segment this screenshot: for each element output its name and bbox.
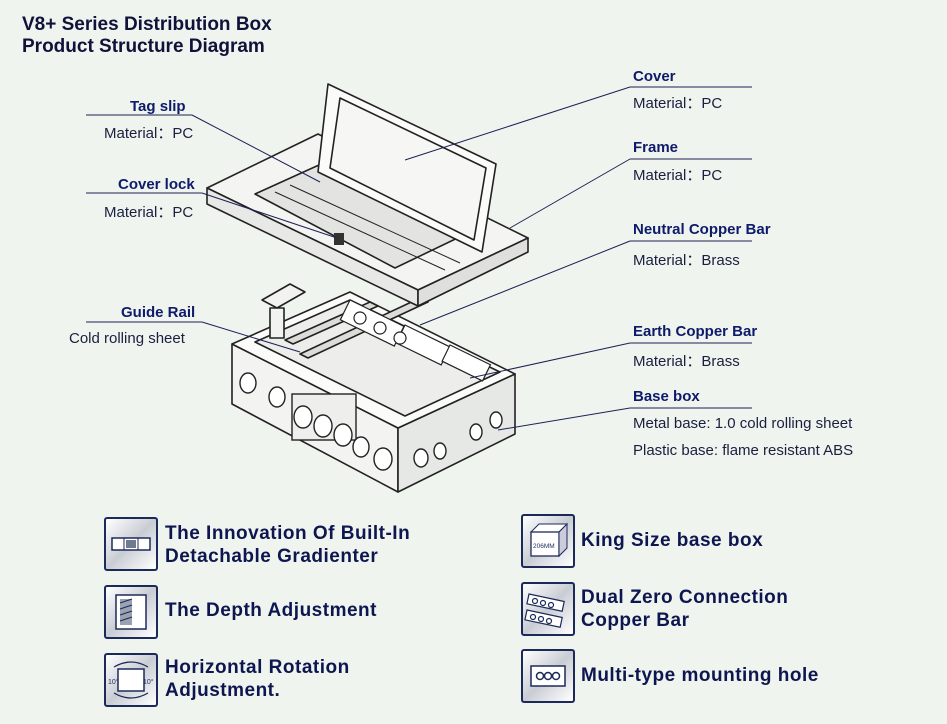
cover-material: Material：PC — [633, 95, 723, 112]
label-cover-lock: Cover lock — [118, 176, 195, 193]
box-size-text: 206MM — [533, 543, 555, 550]
label-base-box: Base box — [633, 388, 700, 405]
tag-slip-material: Material：PC — [104, 125, 194, 142]
gradienter-level-icon — [104, 517, 158, 571]
guide-rail-material: Cold rolling sheet — [69, 330, 185, 347]
cover-lock-mark — [334, 233, 344, 245]
rotation-icon: 10° 10° — [104, 653, 158, 707]
feature-dual-zero-copper-bar: Dual Zero Connection Copper Bar — [581, 587, 789, 631]
base-box-material-plastic: Plastic base: flame resistant ABS — [633, 442, 854, 459]
base-box-material-metal: Metal base: 1.0 cold rolling sheet — [633, 415, 853, 432]
distribution-box-drawing — [86, 83, 752, 493]
rotation-right-degree: 10° — [143, 678, 154, 686]
earth-copper-bar-material: Material：Brass — [633, 353, 740, 370]
feature-multi-type-mounting-hole: Multi-type mounting hole — [581, 665, 819, 686]
label-tag-slip: Tag slip — [130, 98, 186, 115]
feature-depth-adjustment: The Depth Adjustment — [165, 600, 377, 621]
label-neutral-copper-bar: Neutral Copper Bar — [633, 221, 771, 238]
cover-lock-material: Material：PC — [104, 204, 194, 221]
box-size-icon: 206MM — [521, 514, 575, 568]
mounting-bracket — [261, 283, 306, 309]
label-guide-rail: Guide Rail — [121, 304, 196, 321]
depth-adjustment-icon — [104, 585, 158, 639]
copper-bar-icon — [521, 582, 575, 636]
diagram-title: V8+ Series Distribution Box Product Stru… — [22, 14, 272, 58]
feature-horizontal-rotation: Horizontal Rotation Adjustment. — [165, 657, 350, 701]
feature-gradienter: The Innovation Of Built-In Detachable Gr… — [165, 523, 411, 567]
title-line-2: Product Structure Diagram — [22, 36, 265, 57]
feature-king-size-base-box: King Size base box — [581, 530, 764, 551]
label-frame: Frame — [633, 139, 679, 156]
label-cover: Cover — [633, 68, 676, 85]
title-line-1: V8+ Series Distribution Box — [22, 14, 272, 35]
mounting-hole-icon — [521, 649, 575, 703]
frame-material: Material：PC — [633, 167, 723, 184]
neutral-copper-bar-material: Material：Brass — [633, 252, 740, 269]
label-earth-copper-bar: Earth Copper Bar — [633, 323, 758, 340]
rotation-left-degree: 10° — [108, 678, 119, 686]
